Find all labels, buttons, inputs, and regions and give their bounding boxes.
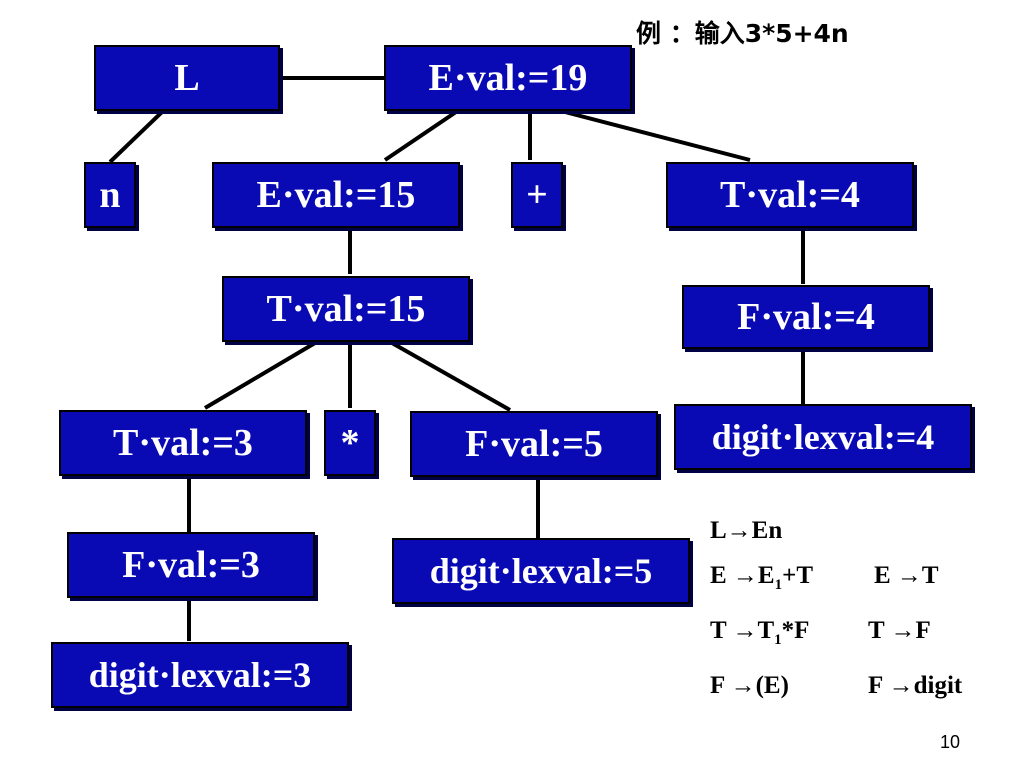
- node-plus: +: [511, 162, 563, 228]
- grammar-rule-2: E →E1+T E →T: [710, 553, 962, 608]
- rule-f-paren-e: F →(E): [710, 672, 789, 699]
- edge-t15-t3: [203, 341, 317, 410]
- edge-e-e15: [383, 110, 458, 162]
- page-number: 10: [940, 732, 961, 752]
- edge-l-n: [108, 110, 164, 164]
- node-t-15: T·val:=15: [222, 276, 470, 342]
- node-n: n: [84, 162, 136, 228]
- node-star: *: [324, 410, 376, 476]
- rule-f-digit: F →digit: [868, 672, 963, 699]
- node-e-15: E·val:=15: [212, 162, 460, 228]
- rule-l-en: L→En: [710, 517, 783, 544]
- node-digit-4: digit·lexval:=4: [674, 404, 972, 470]
- edge-t15-f5: [391, 341, 511, 412]
- grammar-rule-1: L→En: [710, 508, 962, 553]
- node-f-5: F·val:=5: [410, 411, 658, 477]
- grammar-rule-3: T →T1*F T →F: [710, 608, 962, 663]
- node-e-root: E·val:=19: [384, 45, 632, 111]
- example-caption: 例 ：输入3*5+4n: [636, 14, 849, 50]
- node-t-4: T·val:=4: [666, 162, 914, 228]
- rule-e-e1-plus-t: E →E1+T: [710, 562, 814, 593]
- example-prefix: 例 ：输入: [636, 19, 745, 48]
- example-input: 3*5+4n: [744, 19, 849, 48]
- rule-e-t: E →T: [874, 562, 939, 589]
- node-f-3: F·val:=3: [67, 532, 315, 598]
- node-L: L: [94, 45, 280, 111]
- rule-t-f: T →F: [868, 617, 931, 644]
- node-f-4: F·val:=4: [682, 285, 930, 349]
- grammar-rule-4: F →(E) F →digit: [710, 663, 962, 708]
- node-t-3: T·val:=3: [59, 410, 307, 476]
- node-digit-3: digit·lexval:=3: [51, 642, 349, 708]
- rule-t-t1-star-f: T →T1*F: [710, 617, 810, 648]
- grammar-rules: L→En E →E1+T E →T T →T1*F T →F F →(E) F →di…: [710, 508, 962, 708]
- edge-e-t4: [564, 110, 751, 162]
- node-digit-5: digit·lexval:=5: [392, 538, 690, 604]
